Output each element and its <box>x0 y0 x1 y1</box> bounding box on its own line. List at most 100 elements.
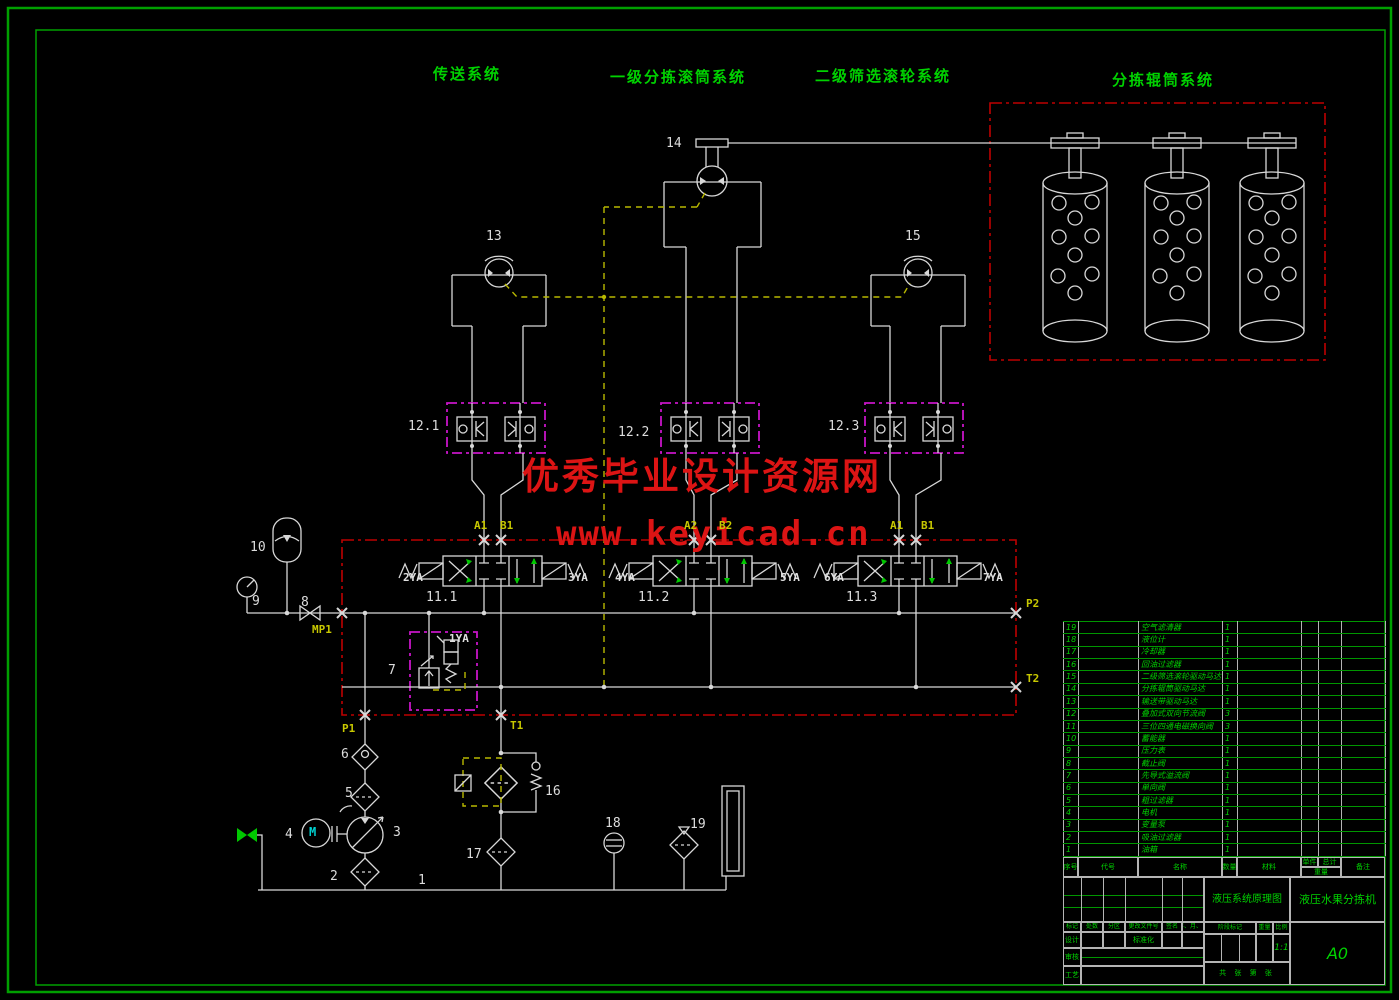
component-number-2: 2 <box>330 869 338 884</box>
hydraulic-motor-13 <box>451 255 547 403</box>
tb-product-name: 液压水果分拣机 <box>1290 877 1385 922</box>
system-label-primary-sorting: 一级分拣滚筒系统 <box>610 68 747 86</box>
system-label-conveyor: 传送系统 <box>433 65 502 83</box>
tb-row-zone: 分区 <box>1103 922 1125 932</box>
component-number-11-1: 11.1 <box>426 590 458 605</box>
sorting-roller-boundary <box>989 102 1326 361</box>
check-valve-6 <box>351 743 379 771</box>
solenoid-label-5ya: 5YA <box>780 571 800 584</box>
directional-valve-11-1 <box>398 555 587 587</box>
tb-col-no: 序号 <box>1063 857 1078 877</box>
component-number-12-1: 12.1 <box>408 419 440 434</box>
tb-design: 设计 <box>1063 932 1081 948</box>
tb-standard: 标准化 <box>1125 932 1162 948</box>
tb-check: 审核 <box>1063 948 1081 966</box>
tb-col-code: 代号 <box>1078 857 1138 877</box>
component-number-8: 8 <box>301 595 309 610</box>
tb-scale: 比例 <box>1273 922 1290 934</box>
tb-process: 工艺 <box>1063 966 1081 985</box>
component-number-13: 13 <box>486 229 502 244</box>
roller-shaft <box>695 138 1296 148</box>
drain-lines <box>504 192 911 687</box>
solenoid-label-2ya: 2YA <box>403 571 423 584</box>
component-number-11-2: 11.2 <box>638 590 670 605</box>
perforated-roller-1 <box>1042 132 1108 343</box>
system-label-secondary-screening: 二级筛选滚轮系统 <box>815 67 952 85</box>
return-filter-16 <box>454 752 543 838</box>
directional-valve-11-2 <box>608 555 797 587</box>
tb-divider <box>1125 877 1126 922</box>
suction-filter-5 <box>350 782 380 812</box>
tb-row-count: 处数 <box>1081 922 1103 932</box>
component-number-15: 15 <box>905 229 921 244</box>
tb-sheet-info: 共 张 第 张 <box>1204 962 1290 985</box>
tb-empty <box>1162 932 1182 948</box>
tb-divider <box>1162 877 1163 922</box>
component-number-17: 17 <box>466 847 482 862</box>
valve-manifold-boundary <box>341 539 1017 716</box>
drain-valve <box>237 828 263 890</box>
solenoid-label-1ya: 1YA <box>449 632 469 645</box>
pressure-return-lines <box>247 586 1016 753</box>
tb-stage: 阶段标记 <box>1204 922 1256 934</box>
component-number-4: 4 <box>285 827 293 842</box>
tb-row-sign: 签名 <box>1162 922 1182 932</box>
tb-empty <box>1081 932 1103 948</box>
component-number-10: 10 <box>250 540 266 555</box>
tb-empty <box>1081 948 1204 966</box>
solenoid-label-6ya: 6YA <box>824 571 844 584</box>
component-number-16: 16 <box>545 784 561 799</box>
sheet-border <box>6 6 1393 994</box>
system-label-sorting-roller: 分拣辊筒系统 <box>1112 71 1215 89</box>
perforated-roller-2 <box>1144 132 1210 343</box>
tb-doc-title: 液压系统原理图 <box>1204 877 1290 922</box>
port-label-b2: B2 <box>719 519 733 532</box>
tb-divider <box>1103 877 1104 922</box>
tb-sig-line <box>1064 907 1203 908</box>
accumulator-10 <box>272 517 302 613</box>
port-label-t1: T1 <box>510 719 524 732</box>
tb-row-date: 年、月、日 <box>1182 922 1204 932</box>
air-filter-19 <box>669 826 699 890</box>
component-number-3: 3 <box>393 825 401 840</box>
component-number-11-3: 11.3 <box>846 590 878 605</box>
component-number-19: 19 <box>690 817 706 832</box>
port-label-b1: B1 <box>500 519 514 532</box>
component-number-1: 1 <box>418 873 426 888</box>
watermark-url: www.keyicad.cn <box>556 514 871 554</box>
tb-sig-line <box>1064 895 1203 896</box>
port-label-b1b: B1 <box>921 519 935 532</box>
tb-empty <box>1182 932 1204 948</box>
tb-scale-value: 1:1 <box>1273 934 1290 962</box>
component-number-7: 7 <box>388 663 396 678</box>
solenoid-label-7ya: 7YA <box>983 571 1003 584</box>
port-label-t2: T2 <box>1026 672 1040 685</box>
tb-divider <box>1221 934 1222 962</box>
tb-empty <box>1103 932 1125 948</box>
solenoid-label-3ya: 3YA <box>568 571 588 584</box>
port-label-p2: P2 <box>1026 597 1040 610</box>
component-number-14: 14 <box>666 136 682 151</box>
level-indicator <box>721 785 745 890</box>
tb-sheet-size: A0 <box>1290 922 1385 985</box>
variable-pump-3 <box>346 816 384 854</box>
tb-empty <box>1081 966 1204 985</box>
pilot-relief-valve-7 <box>418 635 466 691</box>
shutoff-valve-8 <box>299 604 321 622</box>
port-label-mp1: MP1 <box>312 623 332 636</box>
